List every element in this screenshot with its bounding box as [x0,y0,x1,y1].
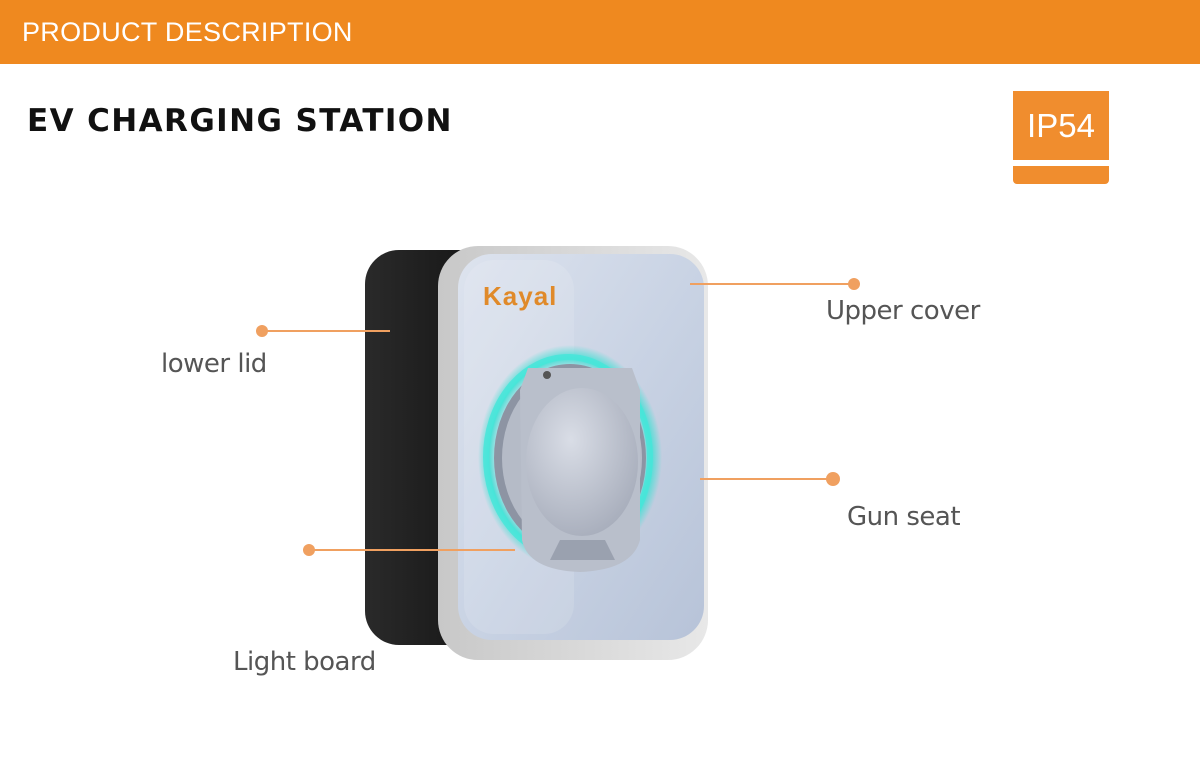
brand-logo: Kayal [483,281,557,311]
ip-rating-badge: IP54 [1013,91,1109,160]
gun-seat-dot [826,472,840,486]
page-title: EV CHARGING STATION [27,103,453,139]
lower-lid-label: lower lid [161,349,267,379]
upper-cover-label: Upper cover [826,296,980,326]
ip-rating-label: IP54 [1027,106,1095,144]
gun-seat-label: Gun seat [847,502,961,532]
light-board-label: Light board [233,647,376,677]
upper-cover-dot [848,278,860,290]
charger-illustration: Kayal [365,246,708,660]
header-banner: PRODUCT DESCRIPTION [0,0,1200,64]
ip-badge-underbar [1013,166,1109,184]
header-title: PRODUCT DESCRIPTION [22,17,353,47]
lower-lid-dot [256,325,268,337]
light-board-dot [303,544,315,556]
